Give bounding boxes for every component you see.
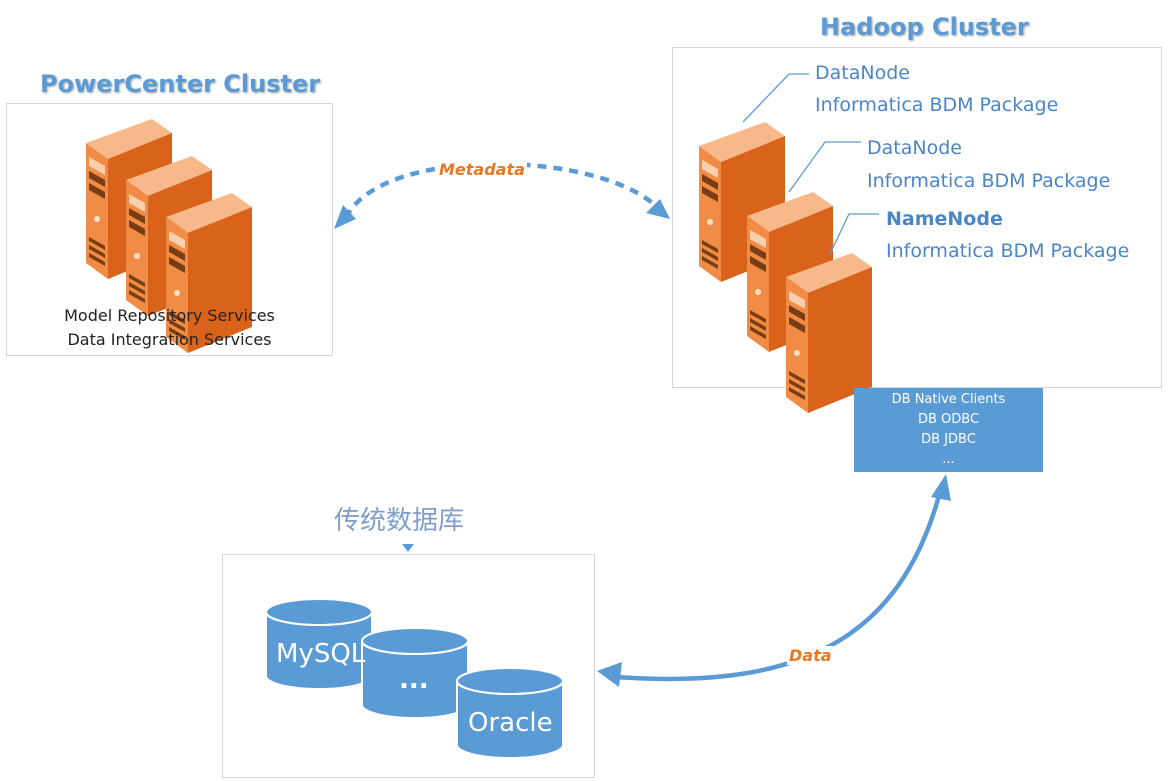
- hadoop-server-icon: [699, 73, 879, 413]
- hadoop-title: Hadoop Cluster: [820, 13, 1029, 41]
- db-clients-box: DB Native Clients DB ODBC DB JDBC ...: [854, 388, 1043, 472]
- datanode-2-name: DataNode: [867, 137, 962, 159]
- datanode-1-name: DataNode: [815, 62, 910, 84]
- service-data-integration: Data Integration Services: [67, 330, 272, 349]
- data-label: Data: [787, 646, 834, 665]
- namenode-package: Informatica BDM Package: [886, 240, 1130, 262]
- powercenter-title: PowerCenter Cluster: [40, 70, 321, 98]
- hadoop-box: DataNode Informatica BDM Package DataNod…: [672, 47, 1162, 413]
- service-model-repository: Model Repository Services: [64, 306, 275, 325]
- db-native-clients: DB Native Clients: [891, 392, 1006, 407]
- datanode-1-package: Informatica BDM Package: [815, 94, 1059, 116]
- database-title-pointer: [402, 544, 414, 552]
- db-odbc: DB ODBC: [917, 412, 980, 427]
- metadata-label: Metadata: [437, 160, 527, 179]
- db-more: ...: [942, 452, 955, 467]
- datanode-2-package: Informatica BDM Package: [867, 170, 1111, 192]
- namenode-name: NameNode: [886, 208, 1003, 230]
- database-group-title: 传统数据库: [334, 506, 465, 536]
- db-oracle: Oracle: [468, 708, 553, 738]
- powercenter-box: Model Repository Services Data Integrati…: [6, 103, 333, 356]
- database-box: MySQL ... Oracle: [222, 554, 595, 778]
- db-ellipsis: ...: [399, 665, 429, 695]
- db-jdbc: DB JDBC: [921, 432, 976, 447]
- db-mysql: MySQL: [276, 639, 366, 669]
